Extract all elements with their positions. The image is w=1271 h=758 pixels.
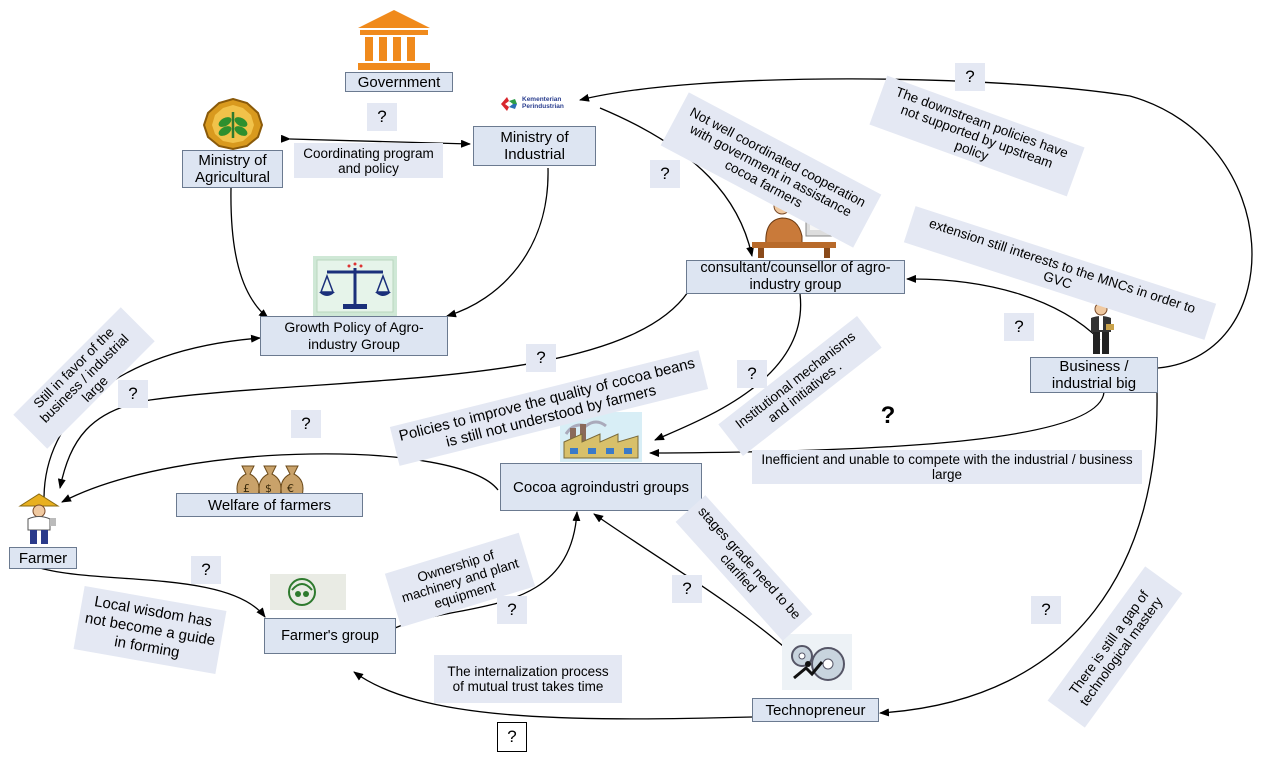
question-mark-not-coordinated: ? bbox=[650, 160, 680, 188]
arrow-consultant-farmer bbox=[57, 291, 689, 489]
node-welfare-of-farmers: Welfare of farmers bbox=[176, 493, 363, 517]
note-inefficient-compete: Inefficient and unable to compete with t… bbox=[752, 450, 1142, 484]
question-mark-internalization: ? bbox=[497, 722, 527, 752]
question-mark-inefficient: ? bbox=[880, 402, 896, 429]
question-mark-stages: ? bbox=[672, 575, 702, 603]
businessman-icon bbox=[1091, 302, 1114, 354]
arrow-ministry-consultant bbox=[599, 107, 755, 257]
node-government: Government bbox=[345, 72, 453, 92]
arrow-farmer-group bbox=[39, 567, 266, 618]
question-mark-farmer-group: ? bbox=[191, 556, 221, 584]
question-mark-extension: ? bbox=[1004, 313, 1034, 341]
question-mark-coordinating: ? bbox=[367, 103, 397, 131]
note-coordinating-program: Coordinating program and policy bbox=[294, 143, 443, 178]
technopreneur-gears-icon bbox=[782, 634, 852, 690]
justice-scale-icon bbox=[313, 256, 397, 316]
svg-text:€: € bbox=[287, 482, 294, 495]
node-farmers-group: Farmer's group bbox=[264, 618, 396, 654]
question-mark-policies: ? bbox=[526, 344, 556, 372]
svg-text:$: $ bbox=[265, 482, 272, 495]
kemenperin-logo-mark-icon bbox=[501, 97, 517, 111]
note-internalization-trust: The internalization process of mutual tr… bbox=[434, 655, 622, 703]
arrow-business-cocoa bbox=[649, 391, 1105, 457]
svg-text:£: £ bbox=[243, 482, 250, 495]
arrow-cocoa-farmer bbox=[61, 453, 499, 503]
node-cocoa-agroindustri-groups: Cocoa agroindustri groups bbox=[500, 463, 702, 511]
arrow-business-consultant bbox=[906, 274, 1101, 341]
kemenperin-logo-line2: Perindustrian bbox=[522, 103, 564, 110]
farmer-icon bbox=[18, 493, 60, 544]
question-mark-downstream: ? bbox=[955, 63, 985, 91]
node-ministry-industrial: Ministry of Industrial bbox=[473, 126, 596, 166]
question-mark-still-favor: ? bbox=[118, 380, 148, 408]
question-mark-ownership: ? bbox=[497, 596, 527, 624]
arrow-business-techno bbox=[879, 391, 1158, 717]
node-consultant: consultant/counsellor of agro-industry g… bbox=[686, 260, 905, 294]
arrow-business-ministry bbox=[579, 78, 1253, 369]
farmers-group-logo-icon bbox=[270, 574, 346, 610]
arrow-agri-growth bbox=[230, 187, 269, 319]
arrow-industrial-growth bbox=[446, 167, 549, 318]
node-farmer: Farmer bbox=[9, 547, 77, 569]
money-bags-icon: £ $ € bbox=[236, 465, 304, 497]
question-mark-tech-gap: ? bbox=[1031, 596, 1061, 624]
kemenperin-logo-line1: Kementerian bbox=[522, 96, 562, 103]
government-building-icon bbox=[358, 10, 430, 70]
arrow-techno-group bbox=[353, 671, 753, 720]
node-ministry-agricultural: Ministry of Agricultural bbox=[182, 150, 283, 188]
question-mark-consultant-farmer: ? bbox=[291, 410, 321, 438]
kemenperin-logo: Kementerian Perindustrian bbox=[497, 95, 582, 113]
ministry-agriculture-seal-icon bbox=[203, 98, 263, 150]
question-mark-institutional: ? bbox=[737, 360, 767, 388]
arrow-consultant-cocoa bbox=[654, 293, 802, 441]
node-business-big: Business / industrial big bbox=[1030, 357, 1158, 393]
node-technopreneur: Technopreneur bbox=[752, 698, 879, 722]
node-growth-policy: Growth Policy of Agro-industry Group bbox=[260, 316, 448, 356]
